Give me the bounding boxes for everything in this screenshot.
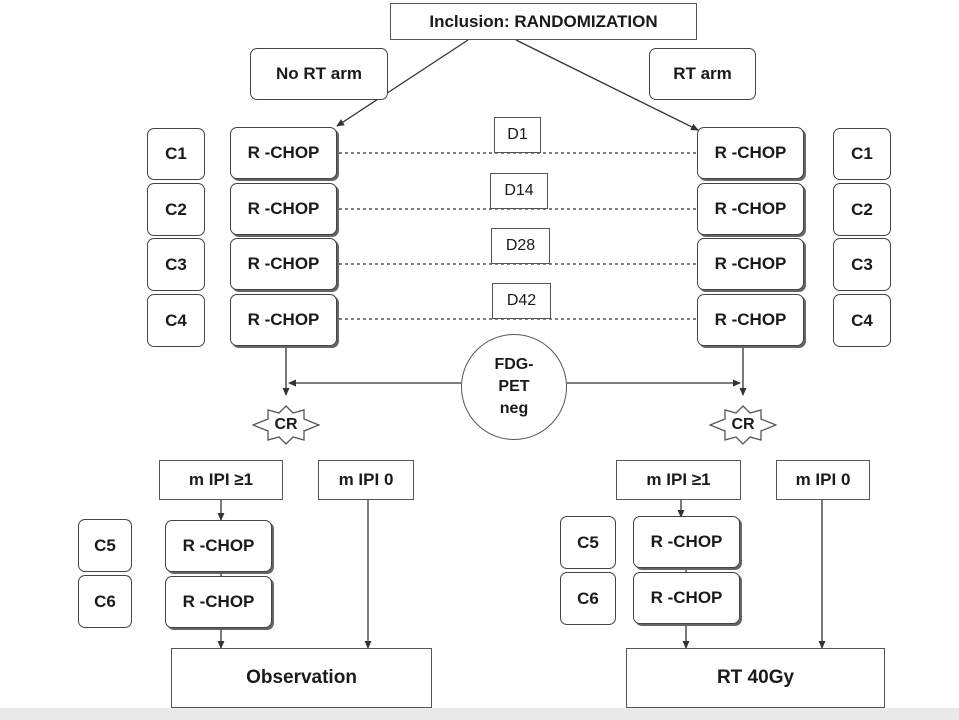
rt-regimen-c5: R -CHOP: [633, 516, 740, 568]
no-rt-cycle-label-c6: C6: [78, 575, 132, 628]
cycle-label-c1-left: C1: [147, 128, 205, 180]
rt-cr-badge: CR: [709, 405, 777, 445]
no-rt-regimen-c1: R -CHOP: [230, 127, 337, 179]
rt-40gy-box: RT 40Gy: [626, 648, 885, 708]
observation-box: Observation: [171, 648, 432, 708]
starburst-shape: [709, 405, 777, 445]
cycle-label-c2-left: C2: [147, 183, 205, 236]
bottom-edge-shade: [0, 708, 959, 720]
randomization-box: Inclusion: RANDOMIZATION: [390, 3, 697, 40]
arrow-to-no-rt-arm: [336, 39, 469, 127]
rt-ipi-high-box: m IPI ≥1: [616, 460, 741, 500]
no-rt-ipi-high-box: m IPI ≥1: [159, 460, 283, 500]
rt-ipi-zero-box: m IPI 0: [776, 460, 870, 500]
no-rt-regimen-c4: R -CHOP: [230, 294, 337, 346]
no-rt-regimen-c3: R -CHOP: [230, 238, 337, 290]
rt-regimen-c1: R -CHOP: [697, 127, 804, 179]
cycle-label-c1-right: C1: [833, 128, 891, 180]
day-label-d14: D14: [490, 173, 548, 209]
day-label-d28: D28: [491, 228, 550, 264]
no-rt-arm-box: No RT arm: [250, 48, 388, 100]
day-label-d1: D1: [494, 117, 541, 153]
fdg-pet-neg-node: FDG- PET neg: [461, 334, 567, 440]
no-rt-ipi-zero-box: m IPI 0: [318, 460, 414, 500]
starburst-shape: [252, 405, 320, 445]
no-rt-regimen-c2: R -CHOP: [230, 183, 337, 235]
rt-regimen-c2: R -CHOP: [697, 183, 804, 235]
rt-arm-box: RT arm: [649, 48, 756, 100]
rt-cycle-label-c6: C6: [560, 572, 616, 625]
cycle-label-c4-right: C4: [833, 294, 891, 347]
rt-regimen-c3: R -CHOP: [697, 238, 804, 290]
day-label-d42: D42: [492, 283, 551, 319]
rt-regimen-c4: R -CHOP: [697, 294, 804, 346]
no-rt-regimen-c5: R -CHOP: [165, 520, 272, 572]
cycle-label-c4-left: C4: [147, 294, 205, 347]
no-rt-regimen-c6: R -CHOP: [165, 576, 272, 628]
cycle-label-c3-right: C3: [833, 238, 891, 291]
no-rt-cr-badge: CR: [252, 405, 320, 445]
cycle-label-c2-right: C2: [833, 183, 891, 236]
rt-cycle-label-c5: C5: [560, 516, 616, 569]
arrow-to-rt-arm: [515, 39, 699, 131]
rt-regimen-c6: R -CHOP: [633, 572, 740, 624]
no-rt-cr-label: CR: [274, 416, 298, 433]
cycle-label-c3-left: C3: [147, 238, 205, 291]
no-rt-cycle-label-c5: C5: [78, 519, 132, 572]
rt-cr-label: CR: [731, 416, 755, 433]
